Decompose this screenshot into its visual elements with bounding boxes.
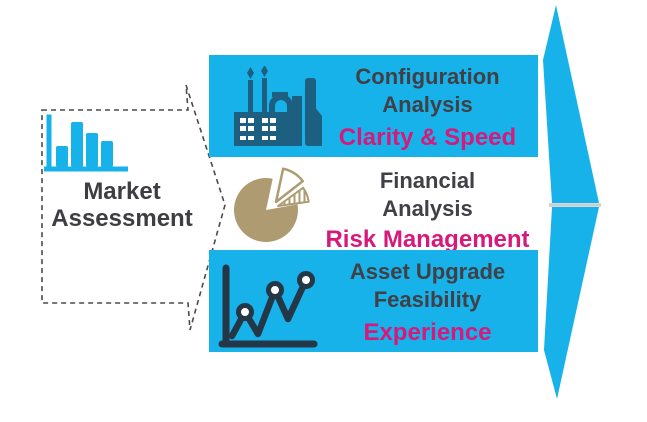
- flow-chevron-lower: [544, 207, 599, 399]
- step-row-financial: Financial Analysis Risk Management: [209, 157, 538, 253]
- market-assessment-label: Market Assessment: [42, 178, 202, 232]
- step1-title-line2: Analysis: [382, 92, 473, 117]
- flow-chevron-upper: [543, 5, 599, 203]
- step3-title-line1: Asset Upgrade: [349, 259, 506, 284]
- step3-highlight: Experience: [363, 319, 492, 346]
- step1-highlight: Clarity & Speed: [338, 124, 517, 151]
- pie-chart-icon: [233, 167, 310, 242]
- step-row-asset-upgrade: Asset Upgrade Feasibility Experience: [209, 250, 538, 352]
- step3-title-line2: Feasibility: [373, 287, 482, 312]
- market-assessment-line1: Market: [83, 178, 161, 205]
- line-chart-icon: [218, 264, 318, 348]
- step-row-configuration: Configuration Analysis Clarity & Speed: [209, 55, 538, 157]
- factory-icon: [234, 66, 322, 146]
- step2-title-line1: Financial: [379, 168, 476, 193]
- market-assessment-line2: Assessment: [51, 205, 193, 232]
- step1-title-line1: Configuration: [355, 64, 500, 89]
- step2-title-line2: Analysis: [382, 196, 473, 221]
- bar-chart-icon: [44, 114, 128, 172]
- step2-highlight: Risk Management: [325, 226, 530, 253]
